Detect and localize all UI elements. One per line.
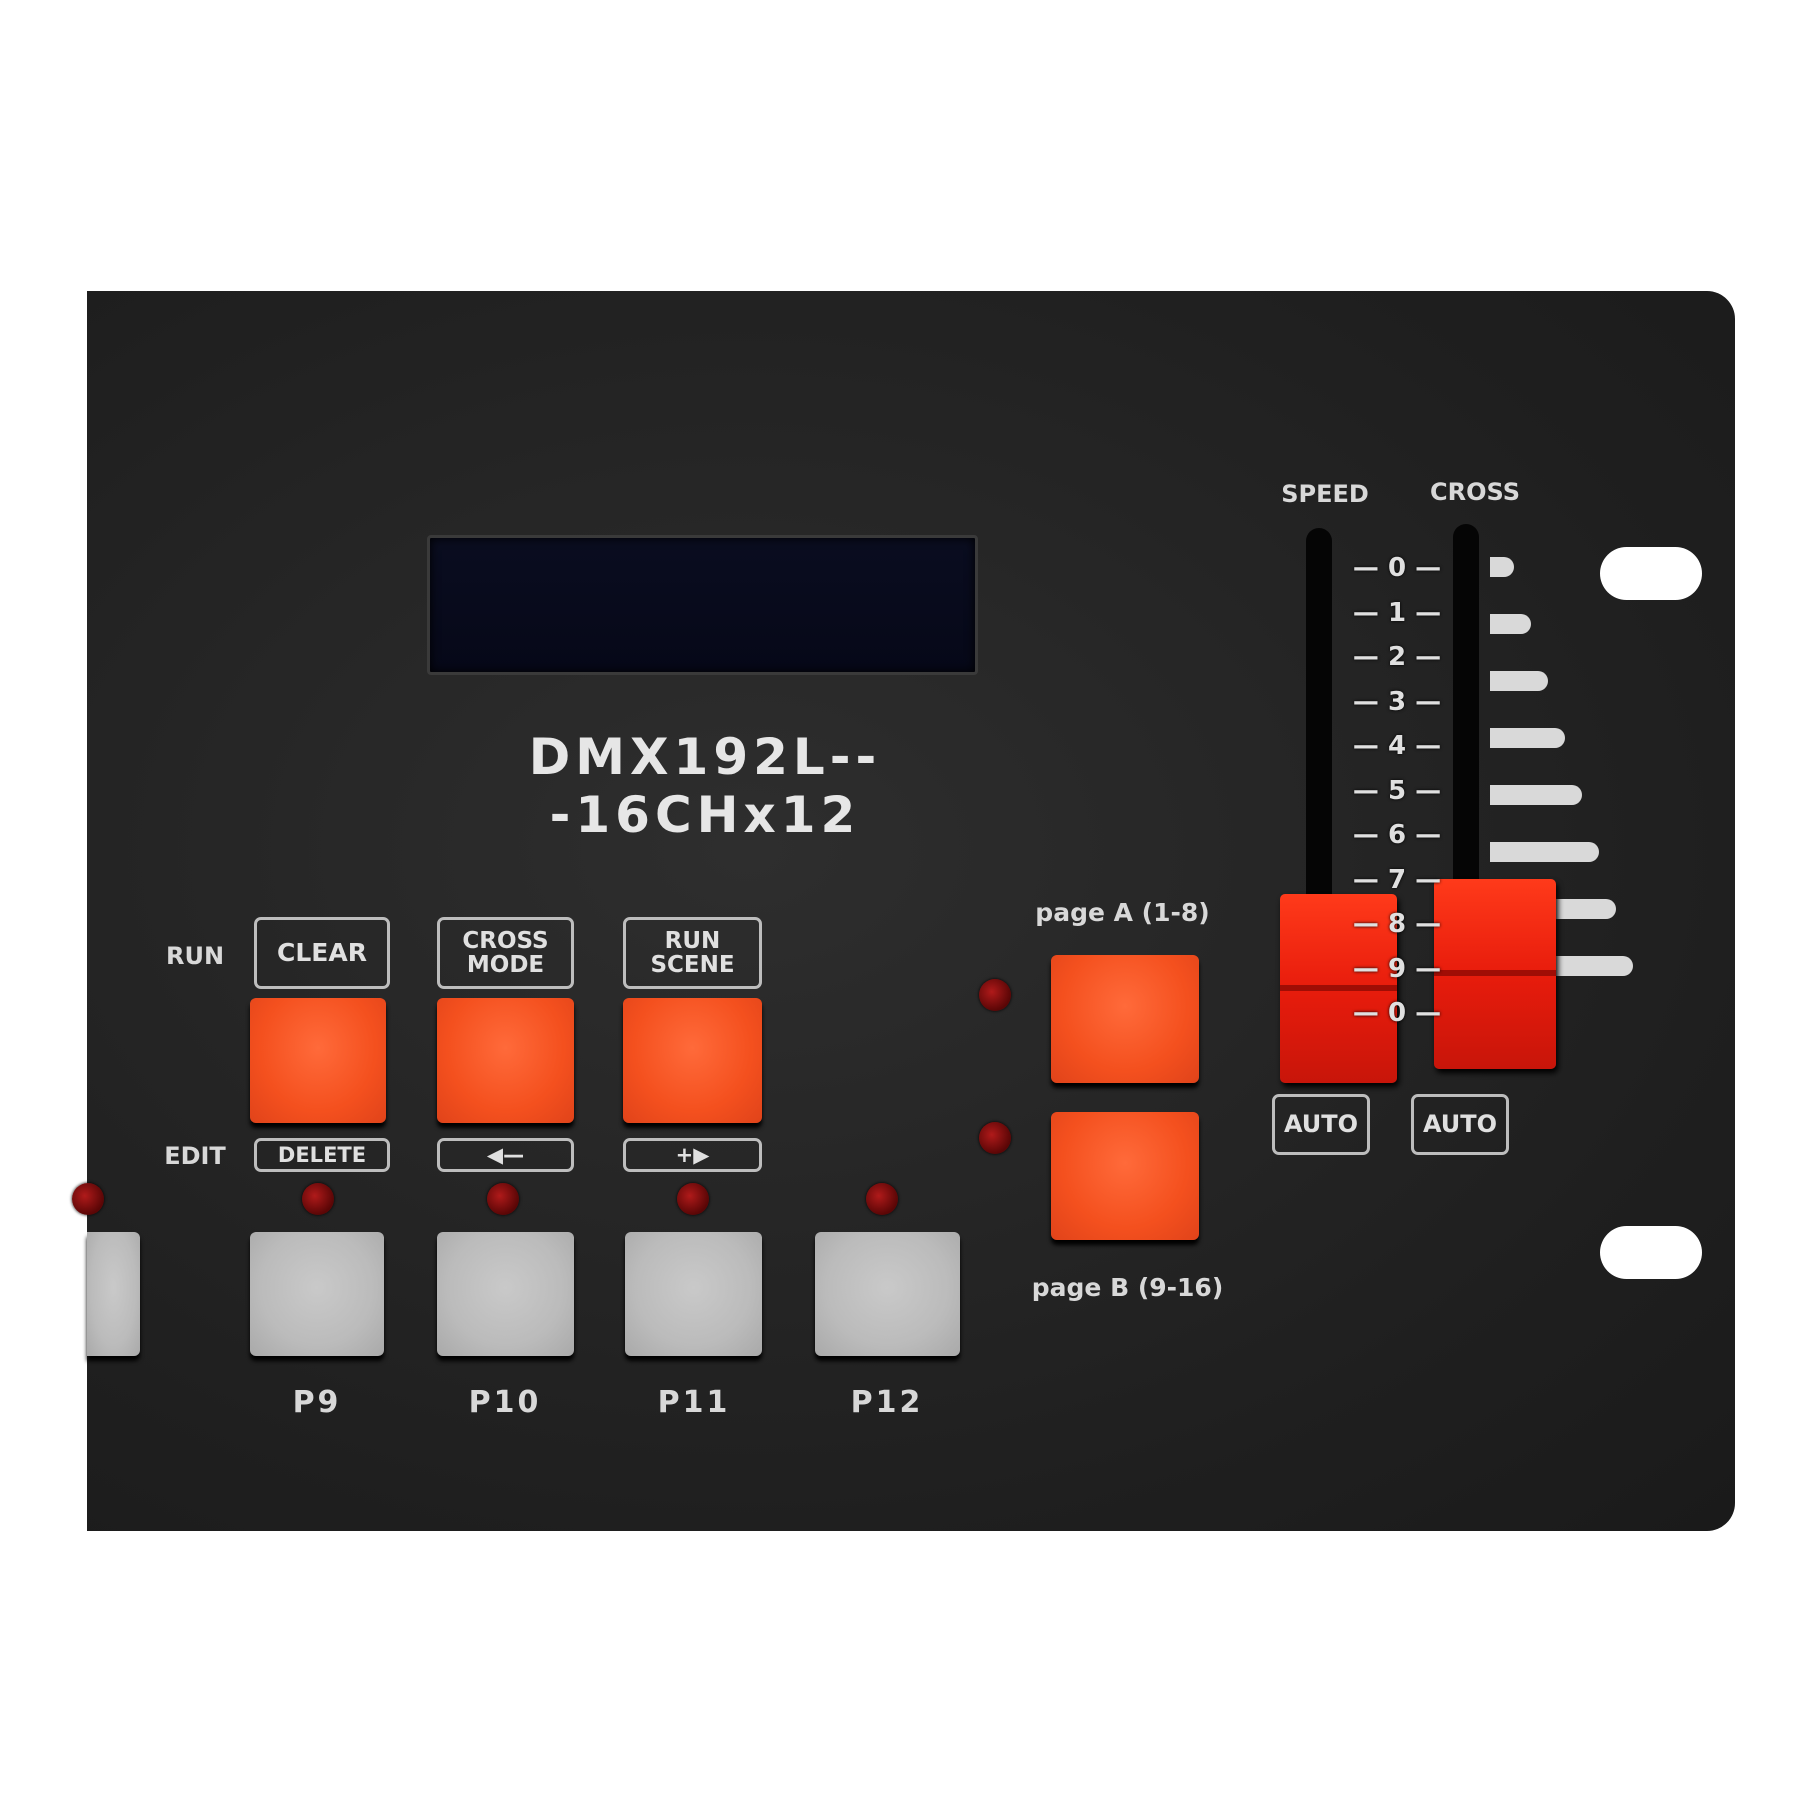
speed-label: SPEED <box>1281 480 1369 508</box>
fader-scale-mark: — 2 — <box>1352 642 1442 672</box>
cross-mode-label: CROSS MODE <box>437 917 574 989</box>
cross-curve-wedge <box>1490 557 1514 577</box>
rack-mount-hole <box>1600 547 1702 600</box>
program-led <box>487 1183 519 1215</box>
fader-scale-mark: — 8 — <box>1352 909 1442 939</box>
fader-scale-mark: — 1 — <box>1352 597 1442 628</box>
fader-scale-mark: — 0 — <box>1352 998 1442 1028</box>
clear-label: CLEAR <box>254 917 390 989</box>
edit-row-label: EDIT <box>164 1142 226 1170</box>
cross-curve-wedge <box>1490 842 1599 862</box>
speed-auto-label: AUTO <box>1272 1094 1370 1155</box>
fader-scale-mark: — 3 — <box>1352 686 1442 717</box>
fader-scale-mark: — 9 — <box>1352 953 1442 984</box>
p9-label: P9 <box>292 1385 342 1420</box>
program-button-p9[interactable] <box>250 1232 384 1356</box>
page-a-led <box>979 979 1011 1011</box>
fader-scale-mark: — 0 — <box>1352 553 1442 583</box>
run-scene-button[interactable] <box>623 998 762 1123</box>
fader-scale-mark: — 4 — <box>1352 731 1442 761</box>
program-button-p11[interactable] <box>625 1232 762 1356</box>
page-b-label: page B (9-16) <box>1031 1273 1224 1302</box>
cross-mode-button[interactable] <box>437 998 574 1123</box>
delete-label: DELETE <box>254 1138 390 1172</box>
page-a-button[interactable] <box>1051 955 1199 1083</box>
cross-curve-wedge <box>1490 671 1548 691</box>
run-scene-label: RUN SCENE <box>623 917 762 989</box>
program-button-p12[interactable] <box>815 1232 960 1356</box>
back-minus-label: ◀— <box>437 1138 574 1172</box>
program-led <box>677 1183 709 1215</box>
fader-scale-mark: — 5 — <box>1352 775 1442 806</box>
cross-label: CROSS <box>1430 478 1520 506</box>
page-b-led <box>979 1122 1011 1154</box>
speed-fader-knob[interactable] <box>1280 894 1397 1083</box>
plus-forward-label: +▶ <box>623 1138 762 1172</box>
program-button-partial[interactable] <box>87 1232 140 1356</box>
lcd-display <box>427 535 978 675</box>
model-label: DMX192L---16CHx12 <box>528 728 882 844</box>
cross-curve-wedge <box>1490 614 1531 634</box>
p11-label: P11 <box>657 1385 731 1420</box>
clear-button[interactable] <box>250 998 386 1123</box>
fader-scale-mark: — 7 — <box>1352 864 1442 895</box>
cross-curve-wedge <box>1490 785 1582 805</box>
run-row-label: RUN <box>165 942 225 970</box>
program-led <box>72 1183 104 1215</box>
fader-scale-mark: — 6 — <box>1352 820 1442 850</box>
program-button-p10[interactable] <box>437 1232 574 1356</box>
page-a-label: page A (1-8) <box>1035 898 1210 927</box>
page-b-button[interactable] <box>1051 1112 1199 1240</box>
cross-fader-knob[interactable] <box>1434 879 1556 1069</box>
p10-label: P10 <box>468 1385 542 1420</box>
p12-label: P12 <box>850 1385 924 1420</box>
cross-curve-wedge <box>1490 728 1565 748</box>
cross-auto-label: AUTO <box>1411 1094 1509 1155</box>
rack-mount-hole <box>1600 1226 1702 1279</box>
program-led <box>302 1183 334 1215</box>
program-led <box>866 1183 898 1215</box>
